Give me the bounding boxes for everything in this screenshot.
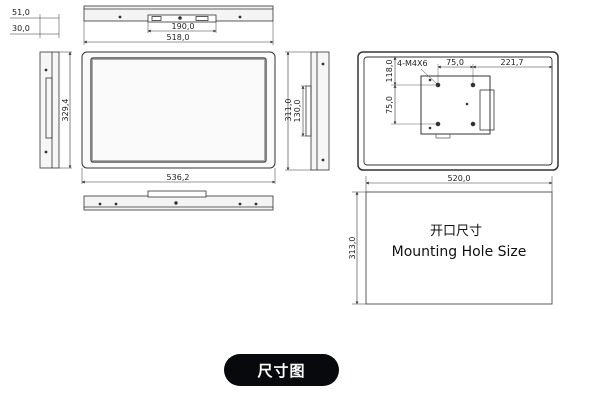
front-height-label: 329,4 <box>61 99 70 122</box>
side-height-label: 311,0 <box>284 99 293 122</box>
cutout-height-label: 313,0 <box>348 237 357 260</box>
vesa-h-label: 75,0 <box>446 58 464 67</box>
rear-view <box>357 51 559 171</box>
right-side-view <box>285 51 330 171</box>
hole-spec-label: 4-M4X6 <box>397 59 428 68</box>
front-view <box>81 51 276 184</box>
cutout-view <box>352 176 553 305</box>
top-width-label: 518,0 <box>167 33 190 42</box>
vesa-v-label: 75,0 <box>385 96 394 114</box>
port-spacing-label: 190,0 <box>172 22 195 31</box>
hole-offset-x-label: 221,7 <box>501 58 524 67</box>
thickness-total-label: 51,0 <box>12 8 30 17</box>
cutout-label-en: Mounting Hole Size <box>392 244 527 260</box>
top-view <box>83 5 274 45</box>
left-side-view <box>10 14 72 169</box>
cutout-label-cn: 开口尺寸 <box>430 224 482 239</box>
bracket-height-label: 130,0 <box>293 100 302 123</box>
dimension-drawing-title: 尺寸图 <box>224 354 339 386</box>
hole-offset-y-label: 118,0 <box>385 60 394 83</box>
bottom-view <box>83 190 274 211</box>
front-width-label: 536,2 <box>167 173 190 182</box>
cutout-width-label: 520,0 <box>448 174 471 183</box>
thickness-front-label: 30,0 <box>12 24 30 33</box>
